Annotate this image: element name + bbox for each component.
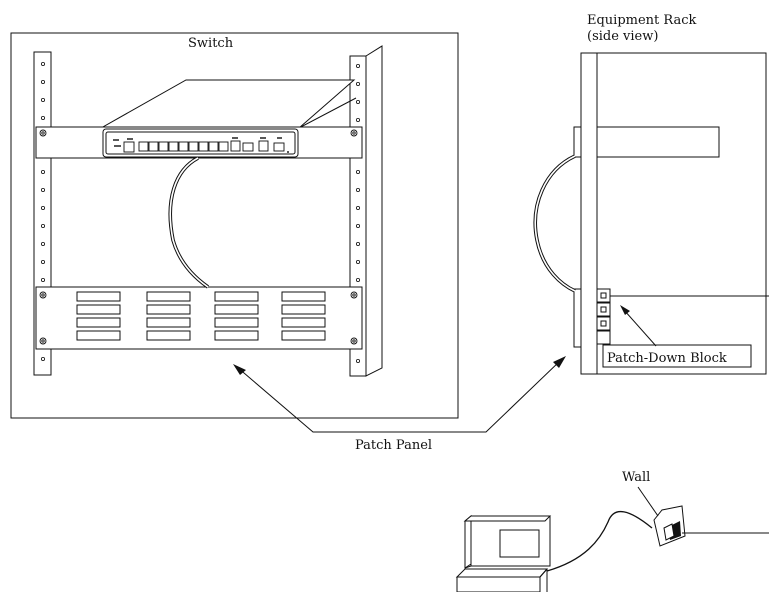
patch-panel-ports: [76, 291, 326, 341]
patch-down-block: [596, 288, 611, 345]
switch-ports: [123, 140, 285, 153]
rack-title-line1: Equipment Rack: [587, 13, 697, 28]
side-switch-body: [596, 126, 720, 158]
patch-down-block-label: Patch-Down Block: [607, 351, 727, 366]
wall-label: Wall: [622, 470, 650, 485]
workstation: Wall: [455, 470, 769, 593]
computer-cable: [546, 511, 653, 572]
rack-title-line2: (side view): [587, 29, 658, 44]
monitor: [470, 515, 551, 567]
side-switch-bracket: [573, 126, 582, 158]
front-rack: Switch: [10, 32, 459, 419]
right-rail-holes: [355, 64, 360, 363]
side-rack: Equipment Rack (side view) Patch-Down Bl…: [533, 13, 769, 375]
front-patch-cable: [168, 156, 210, 289]
switch-label: Switch: [188, 36, 234, 51]
patch-panel-label: Patch Panel: [355, 438, 432, 453]
side-patch-bracket: [573, 288, 582, 348]
right-rail-side: [365, 45, 383, 377]
switch-top: [99, 79, 356, 129]
side-rack-frame: [580, 52, 767, 375]
front-rack-frame: [10, 32, 459, 419]
monitor-screen: [499, 529, 540, 558]
computer-base: [456, 576, 541, 593]
patch-panel-callout: Patch Panel: [233, 356, 566, 453]
side-patch-cable: [533, 154, 576, 293]
